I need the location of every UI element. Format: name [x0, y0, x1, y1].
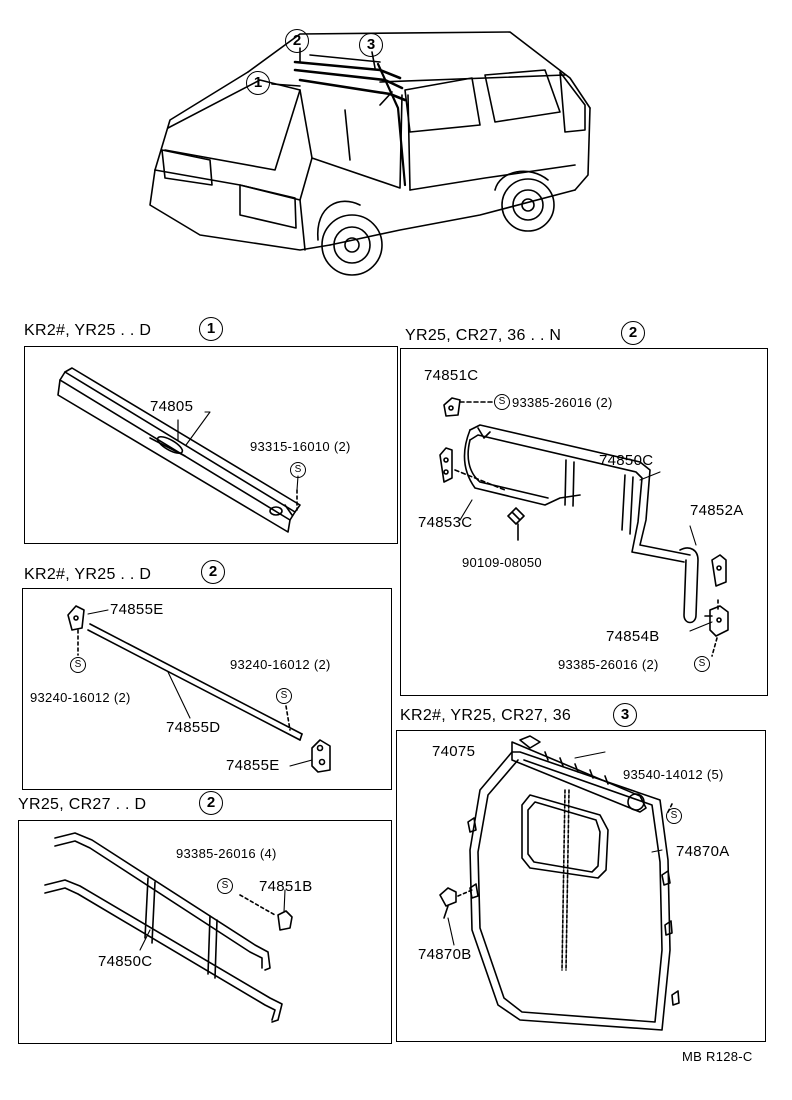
panel-2b-s-icon-right: S	[276, 688, 292, 704]
callout-2-van: 2	[285, 29, 309, 53]
panel-3-box	[396, 730, 766, 1042]
panel-2b-rod: 74855D	[166, 719, 221, 736]
panel-2b-drawing	[67, 605, 331, 773]
panel-3-title: KR2#, YR25, CR27, 36	[400, 707, 572, 724]
panel-2c-callout: 2	[199, 791, 223, 815]
panel-2a-rail: 74850C	[599, 452, 654, 469]
panel-1-screw-label: 93315-16010 (2)	[250, 439, 351, 454]
leader-lines	[87, 411, 713, 951]
panel-2c-bracket: 74851B	[259, 878, 313, 895]
panel-2c-screw: 93385-26016 (4)	[176, 846, 277, 861]
panel-2a-bracket-right: 74852A	[690, 502, 744, 519]
panel-2a-callout: 2	[621, 321, 645, 345]
panel-2b-callout: 2	[201, 560, 225, 584]
panel-2a-bolt: 90109-08050	[462, 555, 542, 570]
panel-3-panel: 74870A	[676, 843, 730, 860]
panel-2b-clip-bottom: 74855E	[226, 757, 280, 774]
panel-2c-s-icon: S	[217, 878, 233, 894]
panel-2c-drawing	[44, 832, 293, 1023]
panel-2c-box	[18, 820, 392, 1044]
panel-2a-box	[400, 348, 768, 696]
panel-2a-bracket-left: 74853C	[418, 514, 473, 531]
panel-2b-s-icon-left: S	[70, 657, 86, 673]
panel-2a-bracket-top: 74851C	[424, 367, 479, 384]
panel-1-drawing	[57, 367, 301, 533]
panel-1-box	[24, 346, 398, 544]
panel-2b-title: KR2#, YR25 . . D	[24, 566, 152, 583]
panel-1-screw-s-icon: S	[290, 462, 306, 478]
panel-2a-screw-top: 93385-26016 (2)	[512, 395, 613, 410]
panel-2a-drawing	[439, 397, 729, 657]
callout-1-van: 1	[246, 71, 270, 95]
panel-3-clip: 74870B	[418, 946, 472, 963]
panel-2a-title: YR25, CR27, 36 . . N	[405, 327, 562, 344]
callout-3-van: 3	[359, 33, 383, 57]
panel-1-part-74805: 74805	[150, 398, 194, 415]
panel-2a-bracket-bottom: 74854B	[606, 628, 660, 645]
panel-2a-screw-bottom: 93385-26016 (2)	[558, 657, 659, 672]
panel-2a-s-icon-bottom: S	[694, 656, 710, 672]
panel-3-hinge: 74075	[432, 743, 476, 760]
panel-2b-screw-left: 93240-16012 (2)	[30, 690, 131, 705]
panel-3-drawing	[439, 735, 680, 1031]
van-illustration	[149, 31, 591, 276]
panel-3-callout: 3	[613, 703, 637, 727]
panel-3-s-icon: S	[666, 808, 682, 824]
panel-2b-clip-top: 74855E	[110, 601, 164, 618]
panel-2c-rail: 74850C	[98, 953, 153, 970]
panel-3-screw: 93540-14012 (5)	[623, 767, 724, 782]
panel-2c-title: YR25, CR27 . . D	[18, 796, 147, 813]
panel-2a-s-icon-top: S	[494, 394, 510, 410]
panel-2b-screw-right: 93240-16012 (2)	[230, 657, 331, 672]
panel-2b-box	[22, 588, 392, 790]
panel-1-title: KR2#, YR25 . . D	[24, 322, 152, 339]
panel-1-callout: 1	[199, 317, 223, 341]
diagram-code: MB R128-C	[682, 1049, 753, 1064]
